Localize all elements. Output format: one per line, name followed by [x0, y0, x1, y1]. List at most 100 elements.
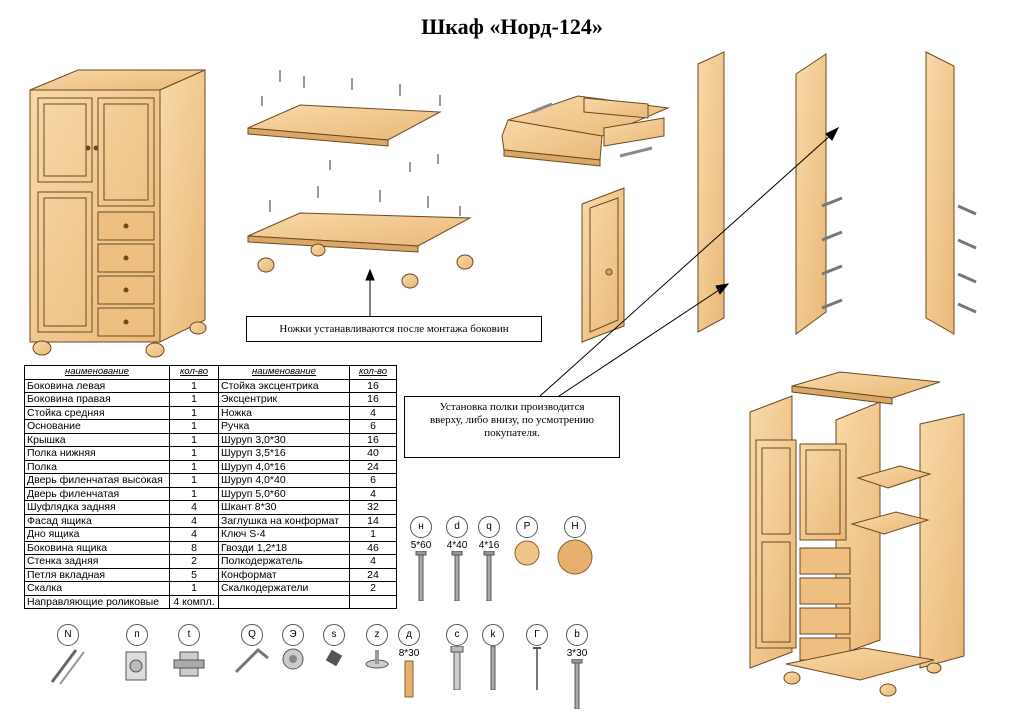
fitting-letter-badge: b	[566, 624, 588, 646]
part-qty-cell: 8	[169, 540, 219, 555]
part-name-cell: Петля вкладная	[24, 567, 170, 582]
part-name-cell: Боковина левая	[24, 378, 170, 393]
part-qty-cell: 24	[349, 459, 397, 474]
part-name-cell: Дверь филенчатая	[24, 486, 170, 501]
fitting-letter-badge: H	[564, 516, 586, 538]
part-qty-cell: 1	[169, 473, 219, 488]
cap-icon	[322, 646, 346, 673]
fitting-letter-badge: п	[126, 624, 148, 646]
part-qty-cell: 16	[349, 392, 397, 407]
door-illustration	[581, 187, 625, 343]
part-qty-cell: 1	[349, 527, 397, 542]
part-qty-cell: 4 компл.	[169, 594, 219, 609]
part-qty-cell: 40	[349, 446, 397, 461]
part-qty-cell: 1	[169, 419, 219, 434]
part-name-cell: Боковина правая	[24, 392, 170, 407]
part-name-cell: Шуруп 4,0*16	[218, 459, 350, 474]
panels-illustration	[247, 104, 474, 289]
runner-icon	[48, 646, 88, 689]
confirmat-icon	[482, 645, 504, 693]
part-qty-cell: 4	[349, 554, 397, 569]
part-name-cell: Гвозди 1,2*18	[218, 540, 350, 555]
part-name-cell: Ключ S-4	[218, 527, 350, 542]
part-qty-cell	[349, 594, 397, 609]
part-name-cell: Шуруп 5,0*60	[218, 486, 350, 501]
part-qty-cell: 4	[169, 513, 219, 528]
knob-icon	[512, 538, 542, 571]
part-name-cell: Шуруп 4,0*40	[218, 473, 350, 488]
hinge-icon	[120, 646, 154, 689]
part-qty-cell: 1	[169, 581, 219, 596]
part-name-cell: Фасад ящика	[24, 513, 170, 528]
screw-icon	[478, 550, 500, 604]
legs-installation-note: Ножки устанавливаются после монтажа боко…	[246, 316, 542, 342]
part-name-cell: Шуфлядка задняя	[24, 500, 170, 515]
fitting-item: c	[446, 624, 468, 693]
fitting-letter-badge: Г	[526, 624, 548, 646]
fitting-item: s	[322, 624, 346, 673]
part-qty-cell: 16	[349, 432, 397, 447]
fitting-item: H	[556, 516, 594, 579]
fitting-item: Q	[232, 624, 272, 679]
fitting-letter-badge: k	[482, 624, 504, 646]
fitting-size-label: 4*16	[478, 540, 500, 551]
fitting-item: Г	[526, 624, 548, 693]
fitting-size-label: 4*40	[446, 540, 468, 551]
fitting-item: k	[482, 624, 504, 693]
part-qty-cell: 32	[349, 500, 397, 515]
part-qty-cell: 4	[349, 405, 397, 420]
header-name-1: наименование	[24, 365, 170, 380]
part-name-cell: Полка нижняя	[24, 446, 170, 461]
side-panels-illustration	[697, 51, 977, 335]
shelf-note-line: покупателя.	[484, 427, 540, 439]
part-qty-cell: 2	[349, 581, 397, 596]
shelf-support-icon	[364, 646, 390, 675]
part-name-cell: Дверь филенчатая высокая	[24, 473, 170, 488]
part-name-cell: Крышка	[24, 432, 170, 447]
part-name-cell: Заглушка на конформат	[218, 513, 350, 528]
part-name-cell: Полкодержатель	[218, 554, 350, 569]
fitting-letter-badge: н	[410, 516, 432, 538]
fitting-letter-badge: N	[57, 624, 79, 646]
nail-icon	[526, 646, 548, 693]
wardrobe-assembled-illustration	[29, 69, 207, 358]
screw-icon	[446, 550, 468, 604]
part-name-cell: Скалкодержатели	[218, 581, 350, 596]
part-qty-cell: 24	[349, 567, 397, 582]
shelf-note-line: Установка полки производится	[439, 401, 585, 413]
part-name-cell: Полка	[24, 459, 170, 474]
part-name-cell: Шкант 8*30	[218, 500, 350, 515]
part-name-cell	[218, 594, 350, 609]
part-qty-cell: 5	[169, 567, 219, 582]
fitting-item: P	[512, 516, 542, 571]
fitting-letter-badge: Q	[241, 624, 263, 646]
part-name-cell: Эксцентрик	[218, 392, 350, 407]
header-qty-1: кол-во	[169, 365, 219, 380]
fitting-item: Э	[280, 624, 306, 675]
fitting-size-label: 3*30	[566, 648, 588, 659]
fitting-item: п	[120, 624, 154, 689]
part-name-cell: Дно ящика	[24, 527, 170, 542]
part-qty-cell: 2	[169, 554, 219, 569]
part-qty-cell: 1	[169, 378, 219, 393]
fitting-item: N	[48, 624, 88, 689]
part-name-cell: Направляющие роликовые	[24, 594, 170, 609]
fitting-letter-badge: s	[323, 624, 345, 646]
part-qty-cell: 4	[349, 486, 397, 501]
part-qty-cell: 1	[169, 486, 219, 501]
screw-icon	[566, 658, 588, 712]
part-qty-cell: 4	[169, 500, 219, 515]
